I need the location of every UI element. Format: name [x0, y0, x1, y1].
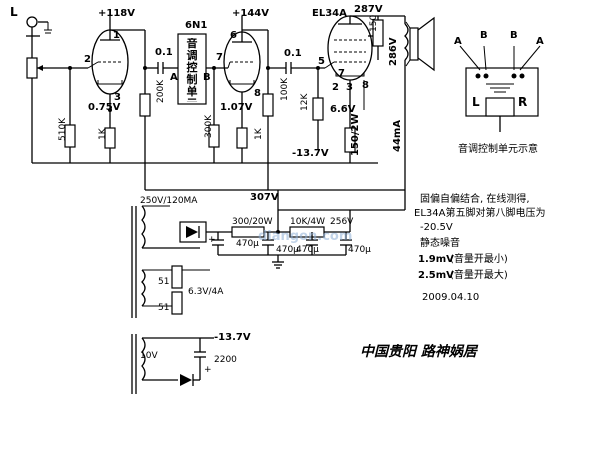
tone-out-r: 300K	[204, 114, 214, 138]
stage1-pin1: 1	[113, 30, 120, 41]
output-grid-resistor	[312, 97, 324, 121]
grid-r-label: 510K	[58, 117, 68, 141]
screen-r-label: 150	[369, 15, 379, 32]
stage2-cathode-r: 1K	[254, 127, 264, 140]
output-current: 44mA	[392, 120, 403, 152]
stage2-supply: +144V	[232, 8, 269, 19]
tone-control-unit-box	[177, 33, 207, 105]
tone-caption: 音调控制单元示意	[458, 142, 538, 155]
output-pin5: 5	[318, 56, 325, 67]
plate-r-label: 200K	[156, 79, 166, 103]
stage2-pin8: 8	[254, 88, 261, 99]
psu-c1-label: 470μ	[236, 239, 259, 249]
heater-r2	[171, 291, 183, 315]
note-date: 2009.04.10	[422, 292, 479, 303]
tone-left: L	[472, 95, 480, 109]
output-transformer	[404, 23, 409, 61]
note-line3: -20.5V	[420, 222, 453, 233]
input-label: L	[10, 5, 18, 19]
heater-r2-label: 51	[158, 303, 169, 313]
stage2-pin6: 6	[230, 30, 237, 41]
psu-r2-label: 10K/4W	[290, 217, 325, 227]
note-line1: 固偏自偏结合, 在线测得,	[420, 192, 530, 205]
psu-b-plus: 307V	[250, 192, 279, 203]
noise-max-desc: (音量开最大)	[450, 268, 508, 281]
speaker-icon	[405, 16, 435, 72]
heater-v-label: 6.3V/4A	[188, 287, 224, 297]
output-plate-v: 287V	[354, 4, 383, 15]
volume-pot	[26, 57, 38, 79]
psu-c4-label: 470μ	[348, 245, 371, 255]
tone-pin-3: A	[536, 36, 544, 47]
coupling1-node: A	[170, 72, 178, 83]
output-bias: -13.7V	[292, 148, 329, 159]
tone-diagram	[459, 45, 541, 132]
stage2-cathode-v: 1.07V	[220, 102, 253, 113]
coupling1-cap: 0.1	[155, 47, 173, 58]
tone-unit-tube: 6N1	[185, 20, 207, 31]
tone-pin-0: A	[454, 36, 462, 47]
ground-icon	[272, 255, 284, 269]
heater-r1	[171, 265, 183, 289]
output-pin8: 8	[362, 80, 369, 91]
heater-r1-label: 51	[158, 277, 169, 287]
stage1-cathode-r: 1K	[98, 127, 108, 140]
output-pin2: 2	[332, 82, 339, 93]
output-pin7: 7	[338, 68, 345, 79]
output-cathode-v: 6.6V	[330, 104, 356, 115]
signature: 中国贵阳 路神娲居	[360, 343, 479, 360]
tone-pin-1: B	[480, 30, 488, 41]
stage1-cathode-v: 0.75V	[88, 102, 121, 113]
output-tube-name: EL34A	[312, 8, 347, 19]
tone-unit-in-node: B	[203, 72, 211, 83]
stage2-plate-r: 100K	[280, 77, 290, 101]
psu-c1-plus: +	[208, 235, 216, 245]
coupling2-cap: 0.1	[284, 48, 302, 59]
psu-c3-label: 470μ	[296, 245, 319, 255]
bias-diode	[180, 374, 194, 386]
tone-unit-text: 音调控制单元	[186, 38, 198, 102]
bias-winding-label: 10V	[140, 351, 158, 361]
bias-cap-label: 2200	[214, 355, 237, 365]
output-cathode-r: 150/2W	[350, 113, 361, 156]
tone-pin-2: B	[510, 30, 518, 41]
psu-hv-label: 250V/120MA	[140, 196, 198, 206]
psu-r1-label: 300/20W	[232, 217, 273, 227]
tone-unit-text-wrap: 音调控制单元	[186, 38, 198, 102]
input-jack: L	[10, 5, 52, 37]
tube-output	[327, 15, 373, 81]
note-line2: EL34A第五脚对第八脚电压为	[414, 206, 545, 219]
stage1-supply: +118V	[98, 8, 135, 19]
psu-tap-v: 256V	[330, 217, 354, 227]
bias-out-label: -13.7V	[214, 332, 251, 343]
stage1-pin3: 3	[114, 92, 121, 103]
output-grid-r: 12K	[300, 93, 310, 111]
note-line4: 静态噪音	[420, 236, 460, 249]
screen-v-label: 286V	[388, 37, 399, 66]
bias-cap-plus: +	[204, 365, 212, 375]
tone-right: R	[518, 95, 527, 109]
plate-resistor-100k	[262, 93, 274, 117]
rectifier-diode	[179, 221, 207, 243]
stage2-pin7: 7	[216, 52, 223, 63]
watermark: diangon.com	[258, 229, 352, 244]
stage1-pin2: 2	[84, 54, 91, 65]
noise-max-val: 2.5mV	[418, 270, 454, 281]
noise-min-desc: (音量开最小)	[450, 252, 508, 265]
plate-resistor-200k	[139, 93, 151, 117]
psu-c2-label: 470μ	[276, 245, 299, 255]
noise-min-val: 1.9mV	[418, 254, 454, 265]
stage2-cathode-resistor	[236, 127, 248, 149]
power-transformer	[131, 205, 200, 318]
